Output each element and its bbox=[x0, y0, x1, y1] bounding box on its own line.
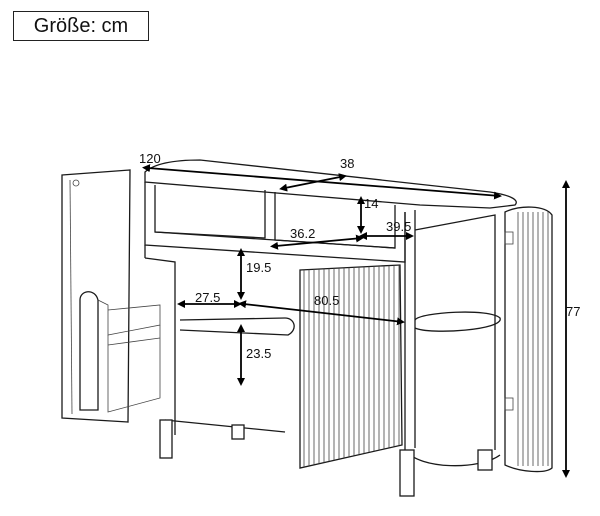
right-compartment-width-label: 39.5 bbox=[386, 219, 411, 234]
right-compartment bbox=[399, 214, 501, 497]
main-cabinet-width-label: 80.5 bbox=[314, 293, 339, 308]
cabinet-top bbox=[144, 159, 517, 209]
left-compartment-arrow bbox=[270, 234, 364, 250]
size-unit-label: Größe: cm bbox=[13, 11, 149, 41]
shelf-depth-label: 38 bbox=[340, 156, 354, 171]
left-door bbox=[61, 169, 161, 423]
right-door bbox=[504, 206, 553, 473]
lower-shelf-height-label: 23.5 bbox=[246, 346, 271, 361]
depth-arrow bbox=[279, 173, 347, 192]
drawer-height-label: 19.5 bbox=[246, 260, 271, 275]
total-width-label: 120 bbox=[139, 151, 161, 166]
left-cabinet-width-label: 27.5 bbox=[195, 290, 220, 305]
total-height-label: 77 bbox=[566, 304, 580, 319]
left-compartment-width-label: 36.2 bbox=[290, 226, 315, 241]
left-compartment bbox=[144, 257, 295, 459]
main-cabinet-arrow bbox=[238, 300, 405, 326]
upper-shelf-height-label: 14 bbox=[364, 196, 378, 211]
